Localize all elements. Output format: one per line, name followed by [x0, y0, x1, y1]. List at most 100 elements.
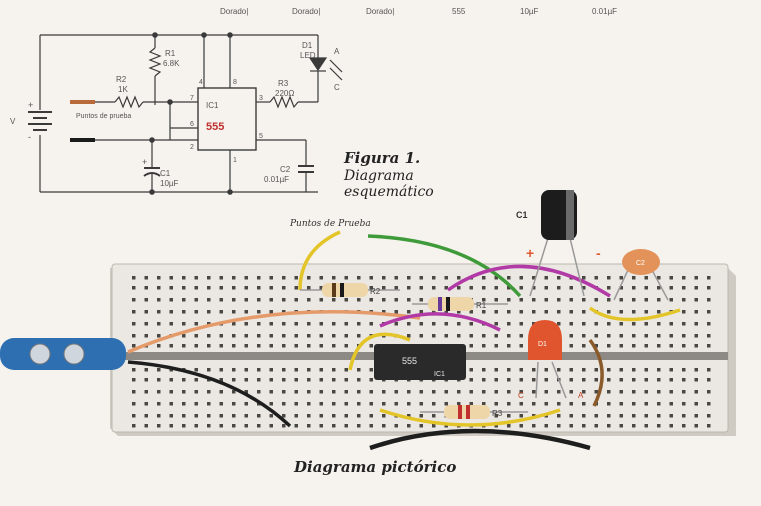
breadboard-hole: [369, 286, 373, 290]
breadboard-hole: [607, 368, 611, 372]
breadboard-hole: [344, 344, 348, 348]
breadboard-hole: [169, 286, 173, 290]
figure-title-line: esquemático: [344, 184, 434, 200]
breadboard-hole: [707, 298, 711, 302]
breadboard-hole: [382, 402, 386, 406]
c1-lead: [529, 237, 549, 297]
breadboard-hole: [669, 276, 673, 280]
c2-label: C2: [280, 165, 291, 174]
breadboard-hole: [632, 276, 636, 280]
breadboard-hole: [669, 424, 673, 428]
breadboard-hole: [582, 368, 586, 372]
breadboard-hole: [369, 424, 373, 428]
breadboard-hole: [344, 334, 348, 338]
breadboard-hole: [357, 322, 361, 326]
breadboard-hole: [469, 310, 473, 314]
breadboard-hole: [244, 390, 248, 394]
r2-label: R2: [116, 75, 127, 84]
breadboard-hole: [219, 414, 223, 418]
battery-snap: [29, 343, 51, 365]
breadboard-hole: [182, 390, 186, 394]
breadboard-hole: [457, 334, 461, 338]
breadboard-hole: [657, 276, 661, 280]
breadboard-hole: [294, 286, 298, 290]
breadboard-hole: [319, 298, 323, 302]
breadboard-hole: [607, 334, 611, 338]
breadboard-hole: [432, 276, 436, 280]
ic-part: 555: [402, 356, 417, 366]
breadboard-hole: [207, 344, 211, 348]
breadboard-hole: [582, 276, 586, 280]
breadboard-hole: [407, 286, 411, 290]
breadboard-hole: [194, 310, 198, 314]
breadboard-hole: [494, 378, 498, 382]
r3-band: [466, 405, 470, 419]
breadboard-hole: [507, 334, 511, 338]
breadboard-hole: [132, 378, 136, 382]
breadboard-hole: [619, 334, 623, 338]
breadboard-hole: [619, 286, 623, 290]
breadboard-hole: [607, 344, 611, 348]
breadboard-hole: [607, 390, 611, 394]
breadboard-hole: [282, 310, 286, 314]
breadboard-hole: [407, 298, 411, 302]
breadboard-hole: [219, 298, 223, 302]
breadboard-hole: [532, 298, 536, 302]
breadboard-hole: [169, 424, 173, 428]
breadboard-hole: [144, 334, 148, 338]
breadboard-hole: [607, 424, 611, 428]
breadboard-hole: [244, 298, 248, 302]
breadboard-hole: [269, 276, 273, 280]
breadboard-hole: [657, 334, 661, 338]
breadboard-hole: [644, 402, 648, 406]
breadboard-hole: [707, 334, 711, 338]
breadboard-hole: [157, 402, 161, 406]
breadboard-hole: [644, 298, 648, 302]
breadboard-hole: [644, 334, 648, 338]
breadboard-hole: [432, 322, 436, 326]
breadboard-hole: [569, 344, 573, 348]
breadboard-hole: [344, 414, 348, 418]
breadboard-hole: [519, 414, 523, 418]
breadboard-hole: [407, 276, 411, 280]
breadboard-hole: [519, 424, 523, 428]
breadboard-hole: [207, 298, 211, 302]
breadboard-hole: [194, 390, 198, 394]
breadboard-hole: [457, 286, 461, 290]
breadboard-hole: [482, 334, 486, 338]
breadboard-hole: [444, 424, 448, 428]
breadboard-hole: [669, 402, 673, 406]
breadboard-hole: [332, 344, 336, 348]
breadboard-hole: [232, 298, 236, 302]
breadboard-hole: [182, 424, 186, 428]
breadboard-hole: [469, 344, 473, 348]
breadboard-hole: [232, 310, 236, 314]
schematic-labels: R1 6.8K R2 1K IC1 555 R3 220Ω D1 LED A C…: [10, 41, 340, 188]
breadboard-hole: [207, 414, 211, 418]
breadboard-hole: [157, 424, 161, 428]
breadboard-hole: [232, 322, 236, 326]
breadboard-hole: [257, 378, 261, 382]
breadboard-hole: [407, 334, 411, 338]
breadboard-hole: [369, 298, 373, 302]
breadboard-hole: [157, 368, 161, 372]
breadboard-hole: [507, 286, 511, 290]
led-lead: [535, 361, 539, 399]
breadboard-hole: [619, 390, 623, 394]
breadboard-hole: [232, 424, 236, 428]
breadboard-hole: [544, 310, 548, 314]
breadboard-hole: [219, 344, 223, 348]
ic-pin-number: 6: [190, 121, 194, 128]
breadboard-hole: [432, 414, 436, 418]
breadboard-hole: [469, 368, 473, 372]
breadboard-hole: [169, 378, 173, 382]
breadboard-hole: [219, 286, 223, 290]
breadboard-hole: [694, 344, 698, 348]
breadboard-hole: [532, 390, 536, 394]
breadboard-hole: [344, 276, 348, 280]
breadboard-hole: [294, 368, 298, 372]
breadboard-hole: [707, 390, 711, 394]
breadboard-hole: [232, 378, 236, 382]
d1-value: LED: [300, 51, 316, 60]
r1-band: [438, 297, 442, 311]
